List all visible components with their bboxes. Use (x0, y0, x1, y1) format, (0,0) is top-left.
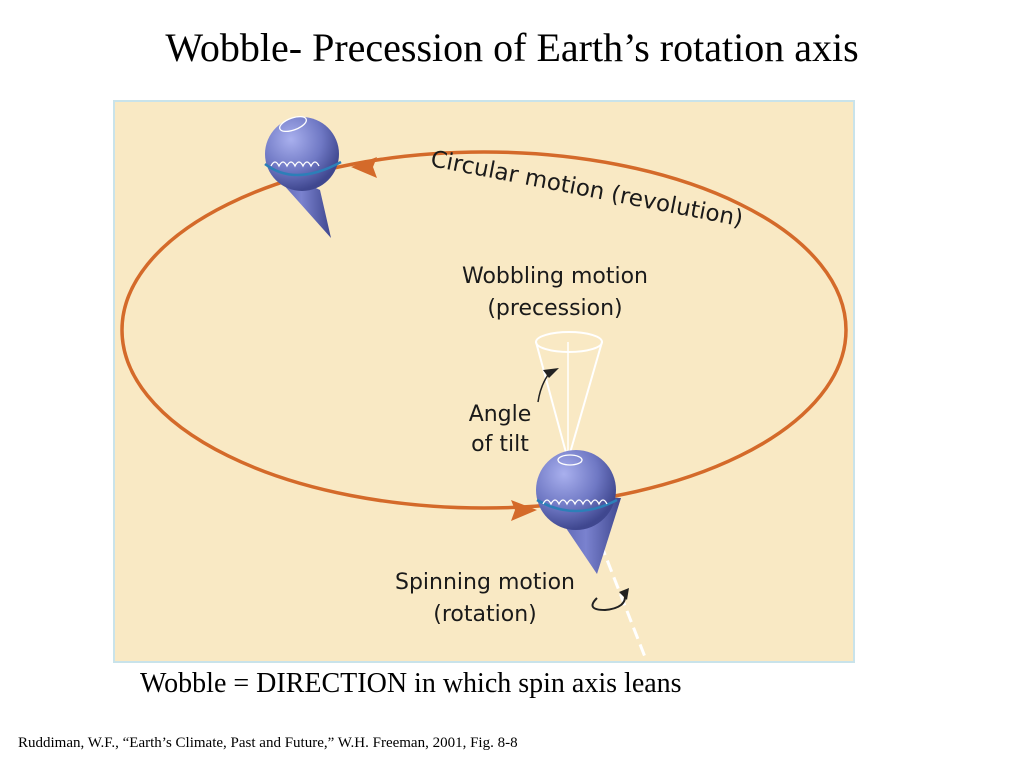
precession-diagram: Circular motion (revolution) Wobbling mo… (113, 100, 855, 663)
orbit-arrow-top (351, 157, 377, 178)
rotation-label-line1: Spinning motion (395, 570, 575, 595)
slide-title: Wobble- Precession of Earth’s rotation a… (165, 25, 859, 70)
precession-label-line1: Wobbling motion (461, 264, 648, 289)
rotation-label-line2: (rotation) (433, 602, 537, 627)
precession-label-line2: (precession) (487, 296, 623, 321)
diagram-graphic (120, 115, 848, 658)
caption: Wobble = DIRECTION in which spin axis le… (140, 668, 682, 699)
orbit-ellipse (120, 150, 848, 510)
orbit-arrow-bottom (511, 500, 537, 521)
tilt-label-line2: of tilt (471, 432, 529, 457)
earth-bottom-center (536, 450, 647, 658)
precession-cone (535, 331, 603, 461)
tilt-arrow (537, 368, 559, 403)
tilt-label-line1: Angle (468, 402, 532, 427)
earth-top-left (264, 115, 342, 238)
citation: Ruddiman, W.F., “Earth’s Climate, Past a… (18, 735, 518, 751)
rotation-arrow (591, 588, 629, 612)
